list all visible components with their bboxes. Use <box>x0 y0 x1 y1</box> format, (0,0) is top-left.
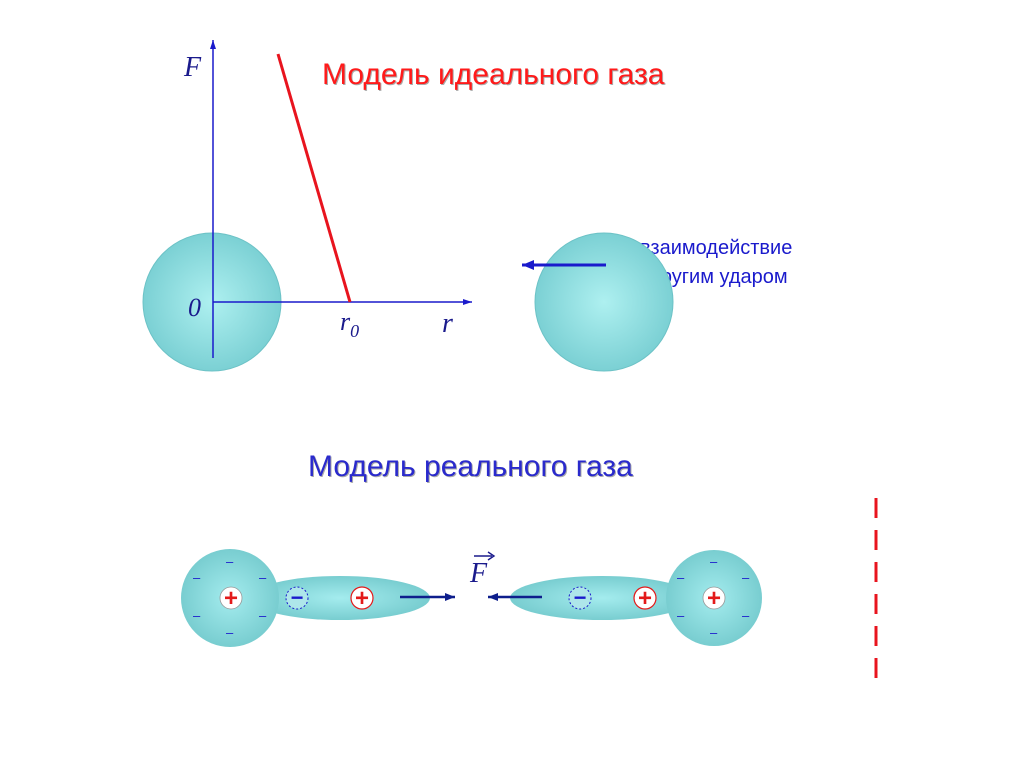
plus-sign: + <box>707 585 721 612</box>
right-dipole-minus: − <box>568 585 592 610</box>
right-nucleus-plus: + <box>702 585 726 612</box>
right-electrons: – – – – – – <box>677 554 750 640</box>
electron-mark: – <box>259 570 267 585</box>
origin-label: 0 <box>188 293 201 322</box>
vector-arrow-icon <box>474 551 496 561</box>
right-dipole-plus: + <box>633 585 657 612</box>
left-electrons: – – – – – – <box>193 554 267 640</box>
electron-mark: – <box>710 554 718 569</box>
left-nucleus-plus: + <box>219 585 243 612</box>
electron-mark: – <box>259 608 267 623</box>
plus-sign: + <box>224 585 238 612</box>
electron-mark: – <box>193 608 201 623</box>
repulsion-force-line <box>276 53 352 303</box>
molecule-right <box>534 232 674 372</box>
left-dipole-plus: + <box>350 585 374 612</box>
r0-label-base: r <box>340 307 351 336</box>
minus-sign: − <box>291 585 304 610</box>
minus-sign: − <box>574 585 587 610</box>
note-line-1: взаимодействие <box>640 237 793 259</box>
plus-sign: + <box>638 585 652 612</box>
electron-mark: – <box>742 570 750 585</box>
y-axis-label: F <box>183 52 202 83</box>
electron-mark: – <box>742 608 750 623</box>
force-vector-label: F <box>469 558 488 589</box>
electron-mark: – <box>677 570 685 585</box>
electron-mark: – <box>226 625 234 640</box>
left-dipole-minus: − <box>285 585 309 610</box>
r0-label: r0 <box>340 307 359 341</box>
electron-mark: – <box>193 570 201 585</box>
real-gas-title: Модель реального газа <box>308 450 633 483</box>
ideal-gas-title: Модель идеального газа <box>322 58 665 91</box>
electron-mark: – <box>677 608 685 623</box>
electron-mark: – <box>710 625 718 640</box>
interaction-note: взаимодействие упругим ударом <box>640 234 792 292</box>
r0-label-sub: 0 <box>350 321 359 341</box>
note-line-2: упругим ударом <box>640 266 788 288</box>
plus-sign: + <box>355 585 369 612</box>
electron-mark: – <box>226 554 234 569</box>
x-axis-label: r <box>442 308 453 339</box>
